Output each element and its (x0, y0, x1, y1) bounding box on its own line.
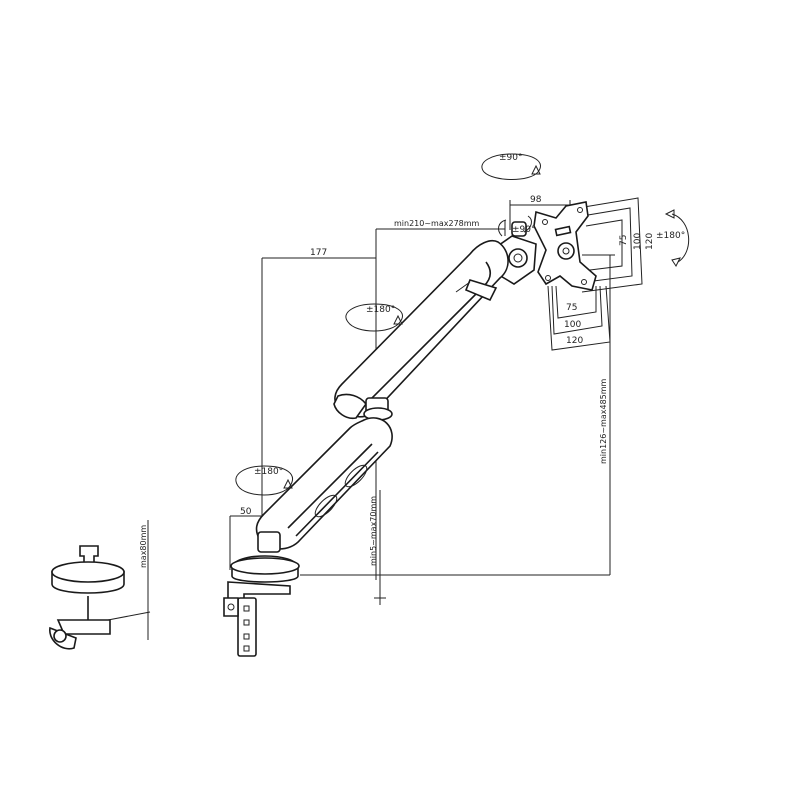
rotation-arrows (235, 153, 690, 496)
label-reach: min210~max278mm (394, 219, 480, 228)
label-height-range: min126~max485mm (599, 378, 608, 464)
clamp-detail (49, 545, 125, 650)
arm-assembly (223, 221, 537, 657)
label-clamp-max: max80mm (139, 525, 148, 568)
dimension-lines (107, 200, 615, 640)
label-offset-98: 98 (530, 195, 542, 205)
label-swivel-arm: ±180° (366, 305, 395, 315)
label-tilt-top: ±90° (499, 153, 523, 163)
vesa-plate (533, 197, 643, 351)
label-rotate-monitor: ±180° (656, 231, 685, 241)
label-swivel-base: ±180° (254, 467, 283, 477)
label-tilt-head: ±90° (512, 225, 536, 235)
label-vesa-v120: 120 (645, 233, 655, 250)
label-base-50: 50 (240, 507, 252, 517)
label-lift-bottom: min5~max70mm (369, 496, 378, 566)
label-vesa-h75: 75 (566, 303, 577, 313)
label-depth-177: 177 (310, 248, 327, 258)
label-vesa-v75: 75 (619, 235, 629, 246)
label-vesa-h120: 120 (566, 336, 583, 346)
label-vesa-v100: 100 (633, 233, 643, 250)
dimension-labels: ±90° ±90° ±180° ±180° ±180° 98 min210~ma… (139, 153, 685, 568)
label-vesa-h100: 100 (564, 320, 581, 330)
